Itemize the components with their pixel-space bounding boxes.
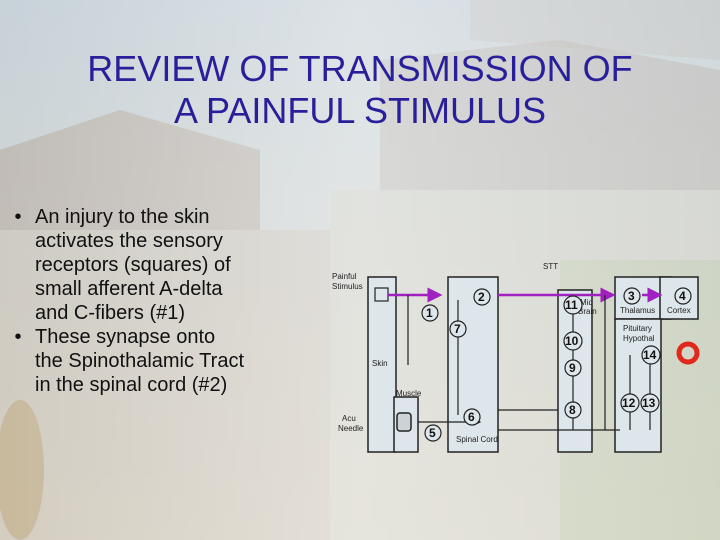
title-line-1: REVIEW OF TRANSMISSION OF — [87, 48, 633, 89]
node-3: 3 — [623, 287, 641, 305]
bullet-item: • An injury to the skin activates the se… — [8, 205, 338, 325]
bullet-line: activates the sensory — [35, 230, 223, 252]
svg-text:1: 1 — [426, 306, 433, 320]
stt-label: STT — [543, 262, 558, 271]
svg-text:4: 4 — [679, 289, 686, 303]
bullet-dot-icon: • — [14, 326, 22, 348]
svg-text:8: 8 — [569, 403, 576, 417]
bullet-line: These synapse onto — [35, 326, 216, 348]
bullet-item: • These synapse onto the Spinothalamic T… — [8, 325, 338, 397]
svg-text:5: 5 — [429, 426, 436, 440]
node-13: 13 — [640, 393, 660, 413]
acu-needle-label: Acu — [342, 414, 356, 423]
spinal-cord-label: Spinal Cord — [456, 435, 498, 444]
bullet-list: • An injury to the skin activates the se… — [8, 205, 338, 397]
node-7: 7 — [449, 320, 467, 338]
svg-text:10: 10 — [565, 334, 579, 348]
skin-label: Skin — [372, 359, 388, 368]
acu-needle-label-2: Needle — [338, 424, 364, 433]
pituitary-label-2: Hypothal — [623, 334, 655, 343]
bullet-line: small afferent A-delta — [35, 278, 223, 300]
svg-text:6: 6 — [468, 410, 475, 424]
node-11: 11 — [563, 295, 583, 315]
bullet-line: and C-fibers (#1) — [35, 302, 186, 324]
title-line-2: A PAINFUL STIMULUS — [173, 90, 547, 131]
svg-text:3: 3 — [628, 289, 635, 303]
svg-text:13: 13 — [642, 396, 656, 410]
node-2: 2 — [473, 288, 491, 306]
node-8: 8 — [564, 401, 582, 419]
bullet-dot-icon: • — [14, 206, 22, 228]
spinal-cord-box — [447, 276, 499, 453]
skin-box — [367, 276, 397, 453]
svg-text:9: 9 — [569, 361, 576, 375]
pain-pathway-diagram: Painful Stimulus Acu Needle Skin Muscle … — [332, 262, 700, 453]
svg-text:12: 12 — [622, 396, 636, 410]
painful-stimulus-label: Painful — [332, 272, 357, 281]
svg-text:14: 14 — [643, 348, 657, 362]
painful-stimulus-label-2: Stimulus — [332, 282, 363, 291]
svg-text:2: 2 — [478, 290, 485, 304]
node-4: 4 — [674, 287, 692, 305]
pituitary-box — [614, 318, 662, 453]
node-1: 1 — [421, 304, 439, 322]
svg-text:7: 7 — [454, 322, 461, 336]
skin-receptor — [374, 287, 389, 302]
node-10: 10 — [563, 331, 583, 351]
node-9: 9 — [564, 359, 582, 377]
bullet-line: the Spinothalamic Tract — [35, 350, 244, 372]
bullet-line: receptors (squares) of — [35, 254, 231, 276]
acu-needle-receptor — [396, 412, 412, 432]
mid-brain-label-2: Brain — [578, 307, 597, 316]
node-12: 12 — [620, 393, 640, 413]
node-6: 6 — [463, 408, 481, 426]
node-5: 5 — [424, 424, 442, 442]
bullet-line: An injury to the skin — [35, 206, 210, 228]
pituitary-label: Pituitary — [623, 324, 652, 333]
bullet-line: in the spinal cord (#2) — [35, 374, 228, 396]
cortex-label: Cortex — [667, 306, 691, 315]
mid-brain-label: Mid — [580, 298, 593, 307]
slide-title: REVIEW OF TRANSMISSION OF A PAINFUL STIM… — [20, 48, 700, 132]
thalamus-label: Thalamus — [620, 306, 655, 315]
mid-brain-box — [557, 289, 593, 453]
muscle-label: Muscle — [396, 389, 422, 398]
svg-text:11: 11 — [565, 298, 578, 312]
node-14: 14 — [641, 345, 661, 365]
red-ring-icon — [676, 341, 700, 365]
